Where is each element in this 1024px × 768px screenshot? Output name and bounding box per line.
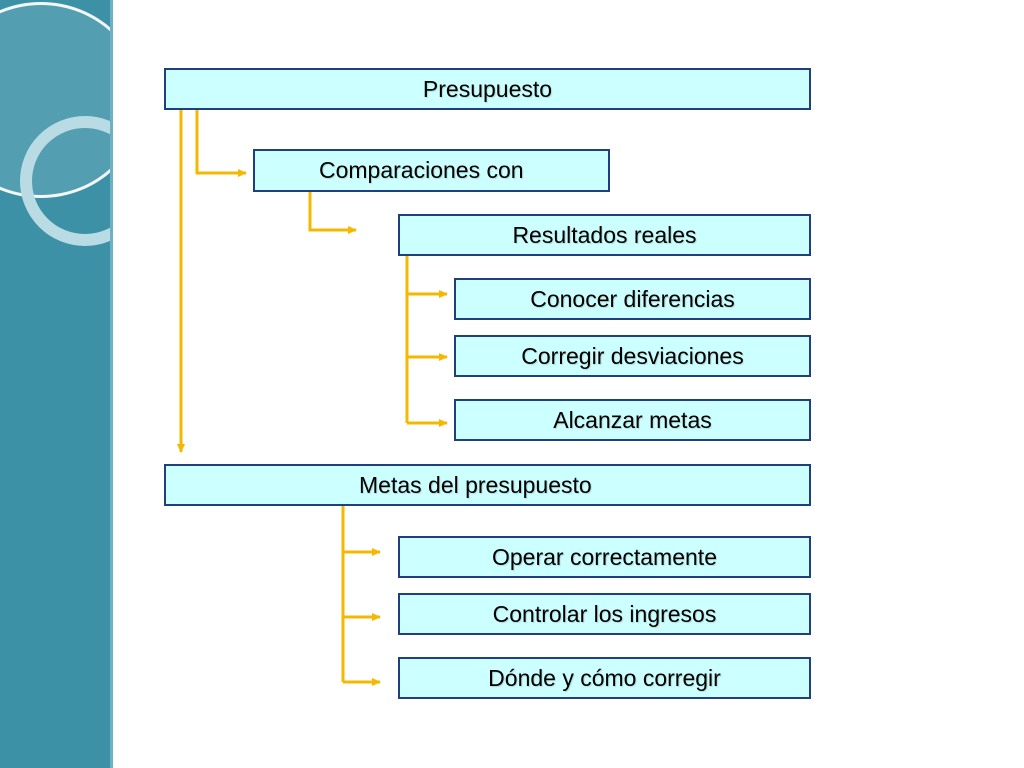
node-presupuesto-label: Presupuesto: [422, 75, 553, 102]
node-resultados-reales: Resultados reales: [398, 214, 811, 256]
node-resultados-label: Resultados reales: [512, 221, 697, 248]
node-metas-del-presupuesto: Metas del presupuesto: [164, 464, 811, 506]
node-conocer-label: Conocer diferencias: [530, 285, 735, 312]
node-operar-label: Operar correctamente: [492, 543, 717, 570]
node-metas-label: Metas del presupuesto: [359, 471, 592, 498]
node-corregir-label: Corregir desviaciones: [521, 342, 744, 369]
node-comparaciones-label: Comparaciones con: [319, 157, 524, 183]
node-controlar-ingresos: Controlar los ingresos: [398, 593, 811, 635]
node-alcanzar-metas: Alcanzar metas: [454, 399, 811, 441]
decorative-sidebar: [0, 0, 113, 768]
node-donde-label: Dónde y cómo corregir: [488, 664, 721, 691]
node-comparaciones-con: Comparaciones con: [253, 149, 610, 192]
node-conocer-diferencias: Conocer diferencias: [454, 278, 811, 320]
node-alcanzar-label: Alcanzar metas: [553, 406, 712, 433]
node-presupuesto: Presupuesto: [164, 68, 811, 110]
connector-root-to-comparaciones: [195, 110, 247, 177]
node-operar-correctamente: Operar correctamente: [398, 536, 811, 578]
connector-comparaciones-to-resultados: [308, 192, 357, 234]
node-corregir-desviaciones: Corregir desviaciones: [454, 335, 811, 377]
sidebar-edge: [110, 0, 113, 768]
node-controlar-label: Controlar los ingresos: [492, 600, 717, 627]
node-donde-como-corregir: Dónde y cómo corregir: [398, 657, 811, 699]
